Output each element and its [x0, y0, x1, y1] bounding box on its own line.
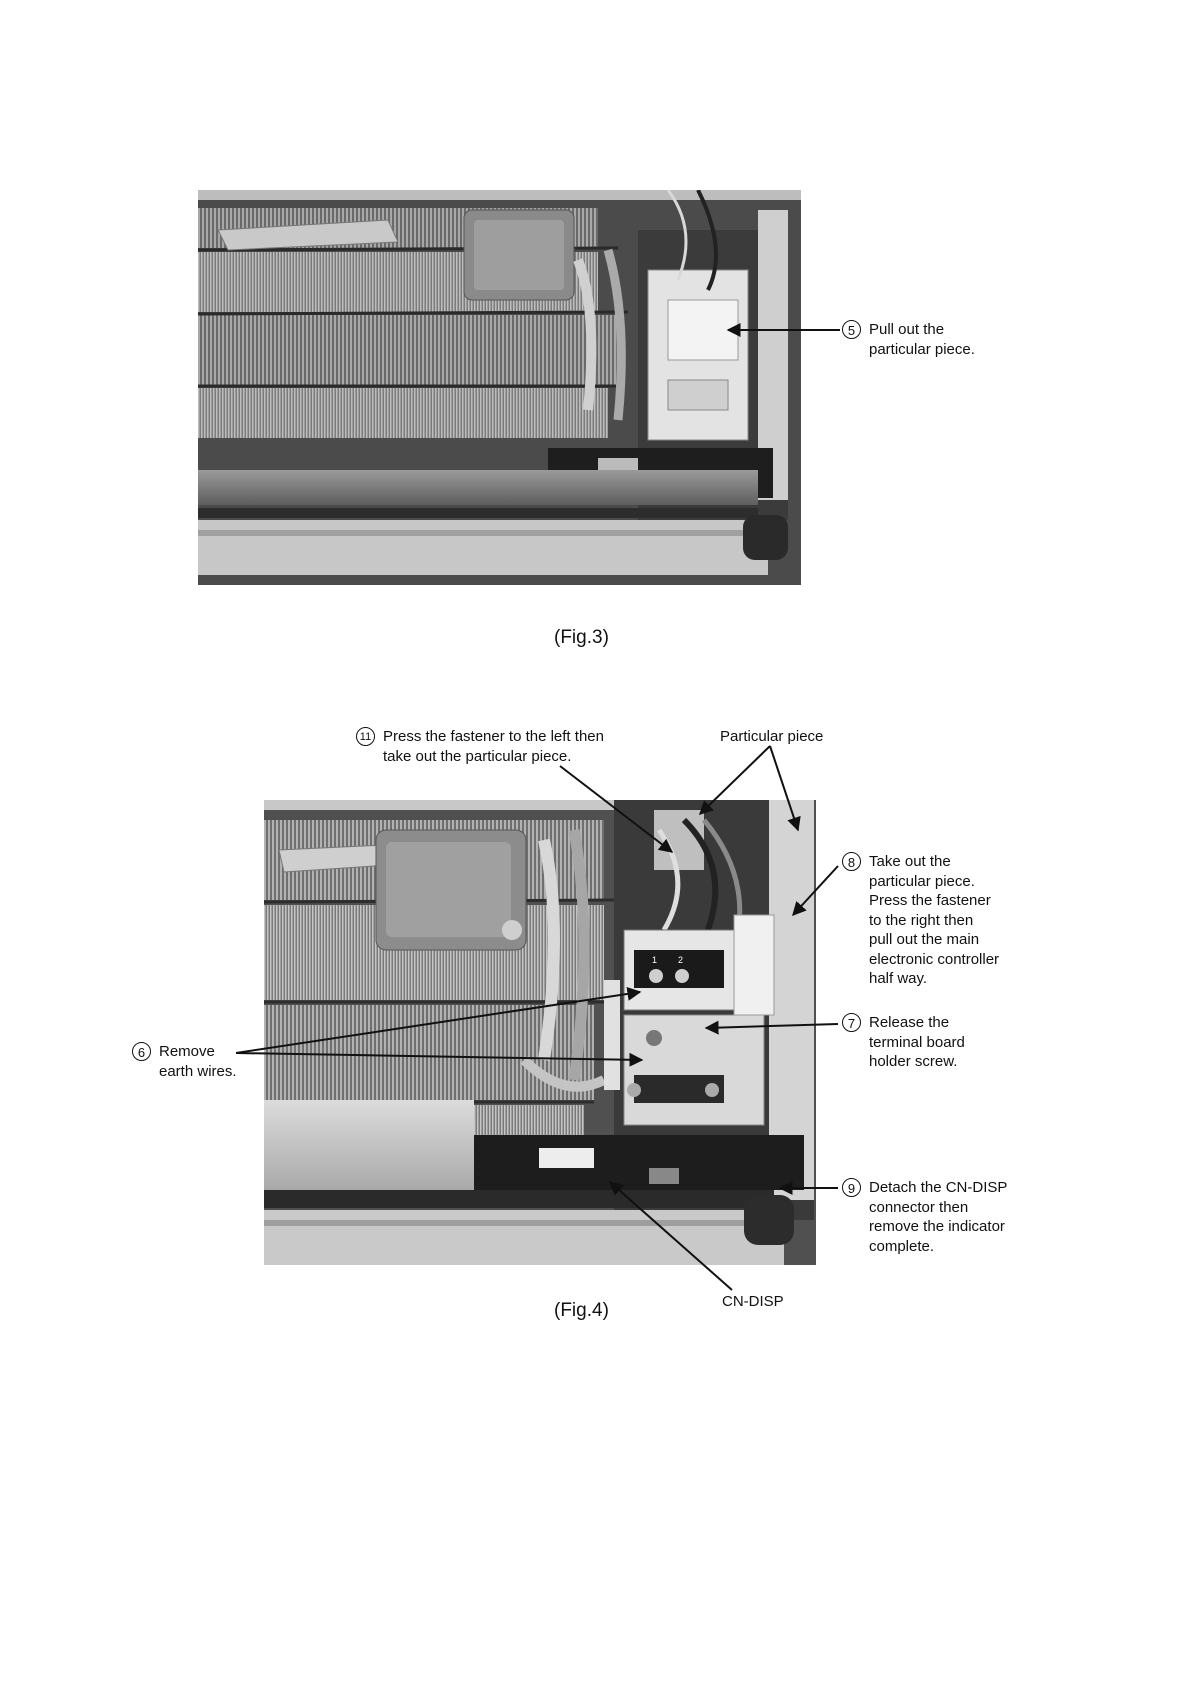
callout-11-line-1: Press the fastener to the left then: [383, 728, 604, 745]
callout-11-line-2: take out the particular piece.: [383, 747, 572, 765]
callout-6: 6 Remove earth wires.: [132, 1042, 237, 1081]
fig3-caption: (Fig.3): [554, 627, 609, 648]
callout-11-number: 11: [356, 727, 375, 746]
callout-9-line-1: Detach the CN-DISP: [869, 1179, 1008, 1196]
callout-5: 5 Pull out the particular piece.: [842, 320, 975, 359]
callout-9-line-3: remove the indicator: [869, 1218, 1005, 1235]
callout-8-line-3: Press the fastener: [869, 892, 991, 909]
terminal-mark-1: 1: [652, 955, 657, 965]
callout-8-line-1: Take out the: [869, 853, 951, 870]
callout-9: 9 Detach the CN-DISP connector then remo…: [842, 1178, 1007, 1256]
fig3-photo: [198, 190, 801, 585]
callout-7-number: 7: [842, 1013, 861, 1032]
callout-9-line-4: complete.: [869, 1237, 935, 1255]
callout-6-line-2: earth wires.: [159, 1062, 237, 1080]
callout-8-line-6: electronic controller: [869, 950, 1000, 968]
callout-8-number: 8: [842, 852, 861, 871]
callout-7-line-3: holder screw.: [869, 1053, 958, 1070]
callout-5-line-1: Pull out the: [869, 321, 945, 338]
callout-7: 7 Release the terminal board holder scre…: [842, 1013, 965, 1072]
callout-7-line-2: terminal board: [869, 1033, 965, 1051]
callout-5-line-2: particular piece.: [869, 340, 975, 358]
callout-8: 8 Take out the particular piece. Press t…: [842, 852, 999, 989]
label-cn-disp: CN-DISP: [722, 1293, 784, 1310]
callout-8-line-7: half way.: [869, 970, 928, 987]
callout-8-line-4: to the right then: [869, 911, 974, 929]
callout-7-line-1: Release the: [869, 1014, 950, 1031]
fig4-caption: (Fig.4): [554, 1300, 609, 1321]
callout-9-number: 9: [842, 1178, 861, 1197]
callout-8-line-5: pull out the main: [869, 931, 980, 948]
callout-6-number: 6: [132, 1042, 151, 1061]
label-particular-piece: Particular piece: [720, 728, 824, 745]
callout-11: 11 Press the fastener to the left then t…: [356, 727, 604, 766]
callout-8-line-2: particular piece.: [869, 872, 975, 890]
callout-5-number: 5: [842, 320, 861, 339]
terminal-mark-2: 2: [678, 955, 683, 965]
callout-6-line-1: Remove: [159, 1043, 215, 1060]
fig4-photo: 1 2: [264, 800, 816, 1265]
callout-9-line-2: connector then: [869, 1198, 969, 1216]
